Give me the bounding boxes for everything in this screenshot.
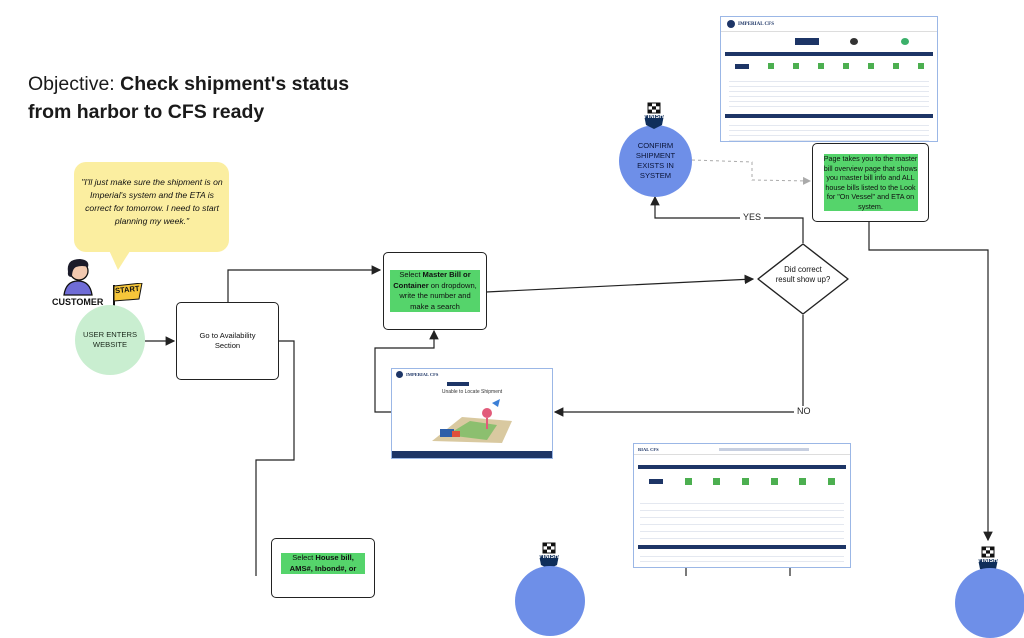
edge-unable-master (374, 329, 439, 413)
select-master-text: Select Master Bill or Container on dropd… (390, 270, 480, 312)
customer-avatar-icon (63, 259, 93, 296)
node-user-enters-website: USER ENTERS WEBSITE (75, 305, 145, 375)
objective-title: Objective: Check shipment's status from … (28, 73, 350, 123)
screenshot-unable-to-locate: IMPERIAL CFS Unable to Locate Shipment (391, 368, 553, 459)
screenshot-house-bill-overview: RIAL CFS (633, 443, 851, 568)
edge-master-decision (485, 274, 755, 293)
edge-label-yes: YES (740, 212, 765, 222)
imperial-logo-icon (396, 370, 403, 378)
finish-flag-icon (539, 542, 559, 569)
quote-bubble (74, 162, 229, 252)
finish-label: FINISH (978, 558, 998, 564)
imperial-logo-icon (727, 20, 735, 28)
screenshot-master-bill-overview: IMPERIAL CFS (720, 16, 938, 142)
customer-label: CUSTOMER (52, 297, 104, 307)
edge-availability-master (227, 265, 382, 302)
edge-confirm-overview (691, 159, 811, 185)
decision-text: Did correct result show up? (775, 265, 831, 284)
finish-label: FINISH (644, 114, 664, 120)
node-select-house-bill: Select House bill, AMS#, Inbond#, or (271, 538, 375, 598)
finish-flag-icon (644, 102, 664, 129)
node-decision (757, 243, 849, 315)
finish-label: FINISH (539, 554, 559, 560)
node-select-master-bill: Select Master Bill or Container on dropd… (383, 252, 487, 330)
edge-decision-no (553, 315, 804, 417)
start-flag-icon (113, 283, 143, 313)
edge-decision-yes (650, 195, 804, 243)
edge-label-no: NO (794, 406, 814, 416)
delivery-illustration-icon (432, 399, 512, 443)
quote-text: "I'll just make sure the shipment is on … (81, 177, 223, 226)
flow-connectors (145, 159, 993, 576)
select-house-text: Select House bill, AMS#, Inbond#, or (281, 553, 365, 574)
edge-availability-house (255, 340, 295, 576)
edge-overview-finish (868, 221, 993, 542)
quote-bubble-tail (108, 248, 132, 270)
node-confirm-shipment: CONFIRM SHIPMENT EXISTS IN SYSTEM (619, 125, 692, 197)
node-page-overview: Page takes you to the master bill overvi… (812, 143, 929, 222)
node-finish-bottom (515, 566, 585, 636)
node-go-to-availability: Go to Availability Section (176, 302, 279, 380)
node-finish-right (955, 568, 1024, 638)
